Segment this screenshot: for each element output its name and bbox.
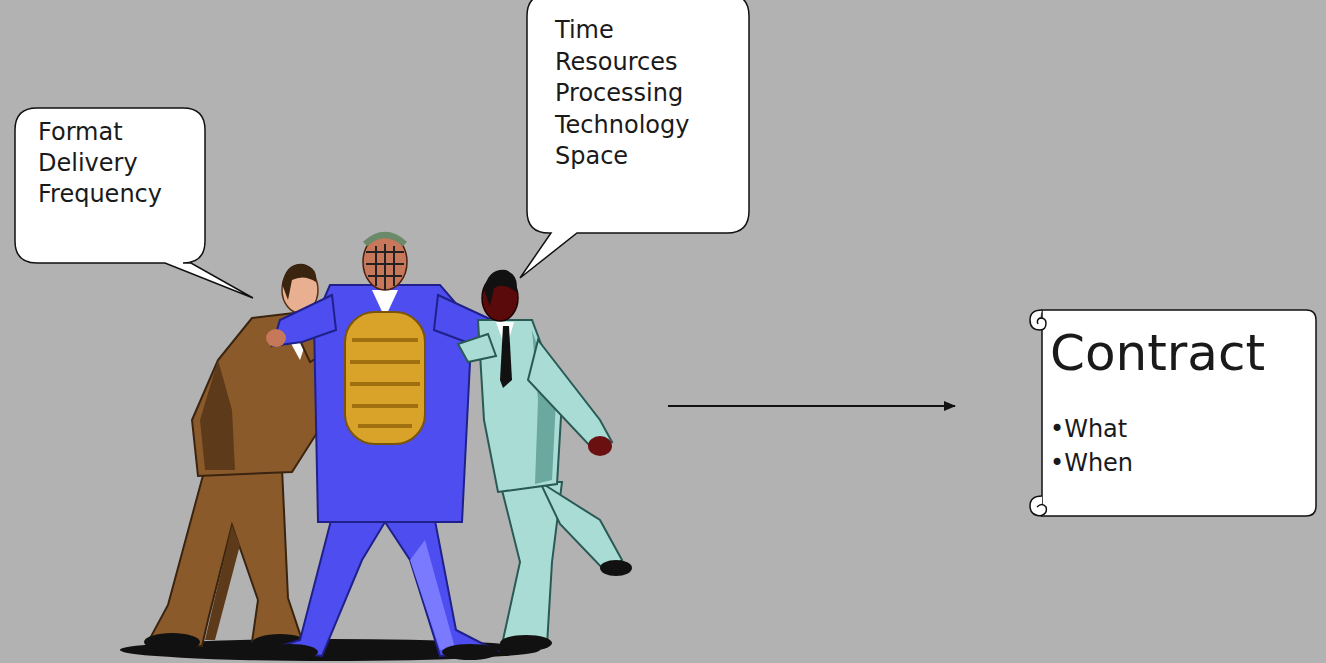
right-man-shoe <box>600 560 632 576</box>
left-man-torso-shade <box>200 360 235 470</box>
chest-protector <box>345 312 425 444</box>
bullet-item: •What <box>1050 412 1318 446</box>
umpire-legs <box>268 505 497 656</box>
bubble-shape <box>15 108 253 298</box>
umpire-cap <box>365 235 405 244</box>
umpire-shoe <box>262 644 318 660</box>
chest-protector-stripes <box>350 340 420 426</box>
right-man-arm <box>458 334 496 362</box>
right-man-hand <box>588 436 612 456</box>
speech-bubble: Time Resources Processing Technology Spa… <box>527 0 749 233</box>
right-man-arm <box>528 340 612 446</box>
right-man-figure <box>458 270 632 651</box>
umpire-head <box>363 234 407 290</box>
node-heading: Format Delivery Frequency <box>38 117 162 210</box>
umpire-leg-highlight <box>410 540 455 650</box>
flow-arrow <box>668 405 955 407</box>
right-man-leg <box>540 482 622 572</box>
speech-bubble: Format Delivery Frequency <box>15 108 205 263</box>
umpire-hand <box>266 329 286 347</box>
left-man-leg-shade <box>205 525 240 640</box>
scroll-curl <box>1030 310 1046 330</box>
right-man-hair <box>484 270 517 306</box>
contract-scroll: Contract •What•When <box>1026 308 1318 520</box>
right-man-shoe <box>500 635 552 651</box>
left-man-hair <box>282 264 316 300</box>
bubble-shape <box>520 0 749 278</box>
scroll-curl <box>1030 496 1046 516</box>
right-man-tie <box>500 326 512 388</box>
umpire-mask <box>366 244 404 290</box>
left-man-shoe <box>144 633 200 651</box>
umpire-shoe <box>442 644 498 660</box>
umpire-figure <box>262 234 502 660</box>
bullet-item: •When <box>1050 446 1318 480</box>
node-heading: Contract <box>1050 324 1318 382</box>
node-heading: Time Resources Processing Technology Spa… <box>555 15 689 173</box>
left-man-legs <box>148 468 304 646</box>
